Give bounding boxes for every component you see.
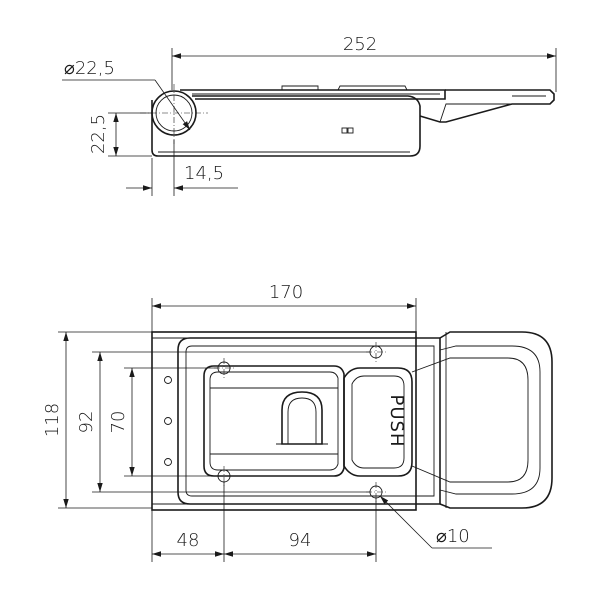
rivet-hole [164, 376, 172, 384]
dim-48-label: 48 [177, 530, 200, 551]
dim-118-label: 118 [42, 403, 63, 437]
dim-top-length: 252 [171, 34, 557, 92]
dim-hole-diameter-label: ⌀10 [436, 526, 470, 547]
dim-pin-offset-label: 14,5 [184, 163, 224, 184]
dim-70-label: 70 [108, 411, 129, 434]
dim-hole-spacing-inner: 70 [108, 367, 218, 477]
rivet-hole [164, 417, 172, 425]
side-view [140, 84, 555, 157]
dim-170-label: 170 [269, 282, 303, 303]
dim-pin-diameter-label: ⌀22,5 [64, 58, 115, 79]
dim-pin-diameter: ⌀22,5 [62, 58, 191, 131]
dim-94-label: 94 [289, 530, 312, 551]
push-button [343, 367, 413, 477]
dim-hole-x: 48 94 [151, 482, 377, 562]
push-label: PUSH [386, 395, 407, 448]
rivet-hole [164, 458, 172, 466]
dim-total-height: 118 [42, 331, 152, 509]
dim-pin-height: 22,5 [88, 112, 152, 157]
dim-252-label: 252 [343, 34, 377, 55]
dim-92-label: 92 [76, 411, 97, 434]
dim-base-length: 170 [151, 282, 417, 332]
dim-hole-diameter: ⌀10 [379, 495, 492, 549]
front-view: PUSH [151, 331, 553, 511]
side-slot-icon [341, 127, 348, 134]
dim-hole-spacing-outer: 92 [76, 351, 370, 493]
base-plate [151, 331, 417, 511]
dim-pin-height-label: 22,5 [88, 114, 109, 154]
dim-pin-offset: 14,5 [126, 140, 238, 196]
